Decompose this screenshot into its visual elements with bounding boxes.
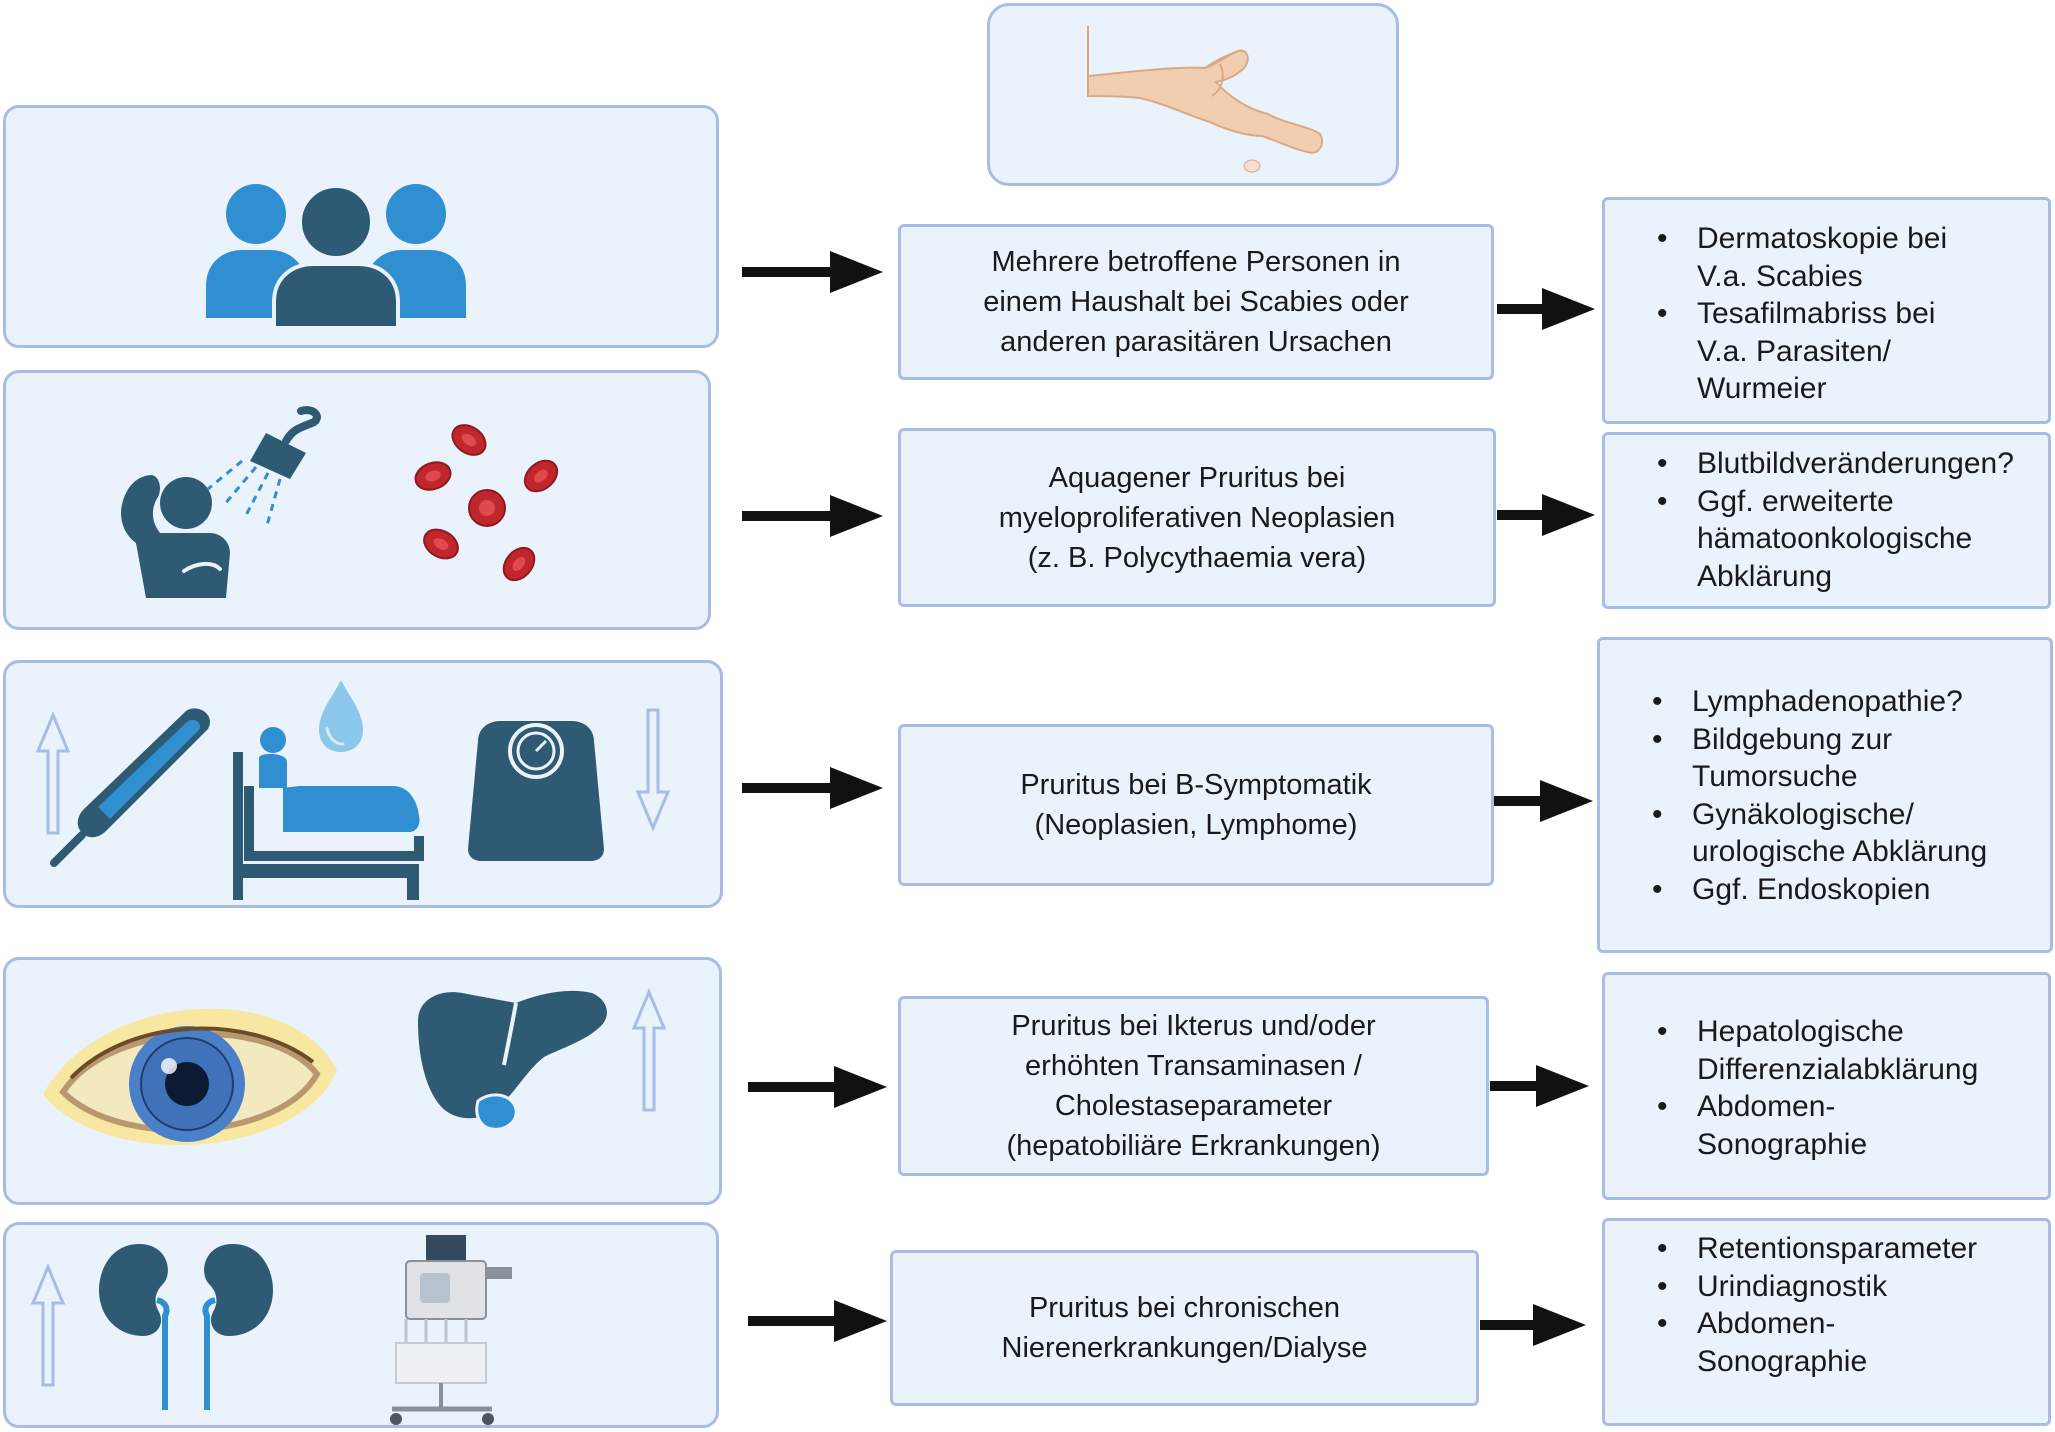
bed-sweat-icon [233,680,424,900]
down-arrow-icon [635,708,671,832]
scratching-hand-icon [1087,26,1324,173]
list-item: Hepatologische Differenzialabklärung [1657,1013,2048,1088]
row4-actions-box: Hepatologische Differenzialabklärung Abd… [1602,972,2051,1200]
thermometer-icon [50,708,210,867]
up-arrow-icon [30,1263,66,1387]
list-item: Abdomen- Sonographie [1657,1088,2048,1163]
row3-description: Pruritus bei B-Symptomatik (Neoplasien, … [1020,769,1372,841]
row2-description-box: Aquagener Pruritus bei myeloproliferativ… [898,428,1496,607]
row2-description: Aquagener Pruritus bei myeloproliferativ… [998,461,1396,574]
row5-actions-list: Retentionsparameter Urindiagnostik Abdom… [1605,1230,2048,1380]
row3-description-box: Pruritus bei B-Symptomatik (Neoplasien, … [898,724,1494,886]
row1-actions-list: Dermatoskopie bei V.a. Scabies Tesafilma… [1605,220,2048,408]
arrow-right-icon [1497,494,1595,536]
list-item: Ggf. erweiterte hämatoonkologische Abklä… [1657,483,2048,596]
arrow-right-icon [748,1066,887,1108]
list-item: Lymphadenopathie? [1652,683,2050,721]
row1-actions-box: Dermatoskopie bei V.a. Scabies Tesafilma… [1602,197,2051,424]
list-item: Tesafilmabriss bei V.a. Parasiten/ Wurme… [1657,295,2048,408]
arrow-right-icon [1490,1065,1589,1107]
arrow-right-icon [748,1300,887,1342]
row2-actions-box: Blutbildveränderungen? Ggf. erweiterte h… [1602,432,2051,609]
row2-actions-list: Blutbildveränderungen? Ggf. erweiterte h… [1605,445,2048,595]
row1-description: Mehrere betroffene Personen in einem Hau… [983,246,1409,358]
row3-actions-box: Lymphadenopathie? Bildgebung zur Tumorsu… [1597,637,2053,953]
row4-description: Pruritus bei Ikterus und/oder erhöhten T… [1006,1010,1381,1162]
row3-icon-box [3,660,723,908]
list-item: Dermatoskopie bei V.a. Scabies [1657,220,2048,295]
row5-description-box: Pruritus bei chronischen Nierenerkrankun… [890,1250,1479,1406]
list-item: Blutbildveränderungen? [1657,445,2048,483]
row1-description-box: Mehrere betroffene Personen in einem Hau… [898,224,1494,380]
liver-icon [418,990,607,1131]
row3-actions-list: Lymphadenopathie? Bildgebung zur Tumorsu… [1600,683,2050,908]
list-item: Retentionsparameter [1657,1230,2048,1268]
jaundiced-eye-icon [43,1008,337,1145]
people-group-icon [206,184,466,330]
arrow-right-icon [742,767,883,809]
row5-actions-box: Retentionsparameter Urindiagnostik Abdom… [1602,1218,2051,1426]
row4-actions-list: Hepatologische Differenzialabklärung Abd… [1605,1013,2048,1163]
arrow-right-icon [742,495,883,537]
list-item: Abdomen- Sonographie [1657,1305,2048,1380]
arrow-right-icon [1497,288,1595,330]
arrow-right-icon [1494,780,1593,822]
list-item: Urindiagnostik [1657,1268,2048,1306]
shower-person-icon [121,406,321,598]
list-item: Ggf. Endoskopien [1652,871,2050,909]
up-arrow-icon [35,711,71,835]
up-arrow-icon [631,988,667,1112]
row4-description-box: Pruritus bei Ikterus und/oder erhöhten T… [898,996,1489,1176]
row5-description: Pruritus bei chronischen Nierenerkrankun… [1001,1292,1368,1364]
row1-icon-box [3,105,719,348]
list-item: Gynäkologische/ urologische Abklärung [1652,796,2050,871]
row4-icon-box [3,957,722,1205]
row2-icon-box [3,370,711,630]
kidneys-icon [99,1244,273,1410]
row5-icon-box [3,1222,719,1428]
arrow-right-icon [1480,1304,1586,1346]
dialysis-machine-icon [390,1235,512,1425]
list-item: Bildgebung zur Tumorsuche [1652,721,2050,796]
red-blood-cells-icon [414,424,559,582]
header-hand-box [987,3,1399,186]
scale-icon [468,721,604,861]
arrow-right-icon [742,251,883,293]
